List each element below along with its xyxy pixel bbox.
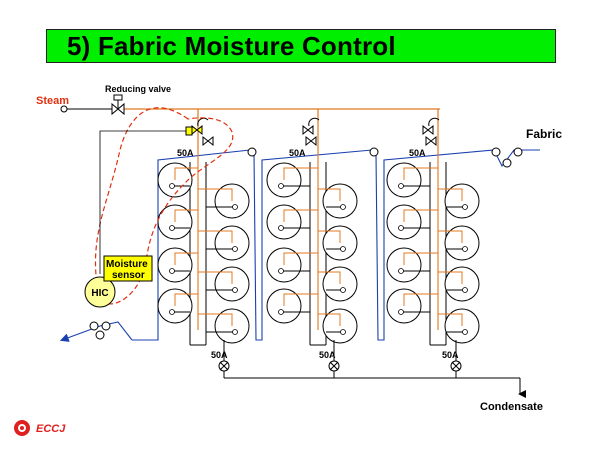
steam-branch <box>198 313 233 326</box>
title-bar: 5) Fabric Moisture Control <box>46 29 556 63</box>
steam-branch <box>403 167 438 180</box>
siphon-icon <box>398 225 404 231</box>
siphon-icon <box>232 204 238 210</box>
control-valve-icon <box>302 117 320 147</box>
siphon-icon <box>232 329 238 335</box>
condensate-line <box>223 340 526 398</box>
pipe-size-label: 50A <box>319 350 336 360</box>
reducing-valve-label: Reducing valve <box>105 84 171 94</box>
steam-header <box>60 105 440 113</box>
steam-label: Steam <box>36 95 69 107</box>
steam-branch <box>174 167 198 180</box>
pipe-size-label: 50A <box>409 148 426 158</box>
siphon-icon <box>340 246 346 252</box>
siphon-icon <box>169 268 175 274</box>
siphon-icon <box>169 225 175 231</box>
steam-branch <box>403 209 438 222</box>
steam-branch <box>403 293 438 306</box>
steam-branch <box>198 188 233 201</box>
pipe-size-label: 50A <box>442 350 459 360</box>
control-valve-icon <box>185 117 214 147</box>
svg-text:Moisture: Moisture <box>106 259 148 270</box>
svg-text:HIC: HIC <box>91 288 108 299</box>
eccj-logo: ECCJ <box>14 420 66 436</box>
fabric-label: Fabric <box>526 127 562 141</box>
steam-branch <box>318 230 341 243</box>
steam-branch <box>283 252 318 265</box>
siphon-icon <box>169 183 175 189</box>
siphon-icon <box>398 268 404 274</box>
steam-drops <box>197 109 439 150</box>
siphon-icon <box>278 183 284 189</box>
steam-branch <box>174 252 198 265</box>
siphon-icon <box>169 309 175 315</box>
page-title: 5) Fabric Moisture Control <box>67 31 396 61</box>
siphon-icon <box>340 329 346 335</box>
steam-branch <box>283 167 318 180</box>
signal-line <box>99 130 186 274</box>
steam-trap-icon <box>218 360 462 372</box>
siphon-icon <box>278 309 284 315</box>
siphon-icon <box>340 287 346 293</box>
steam-branch <box>283 209 318 222</box>
siphon-icon <box>278 268 284 274</box>
moisture-sensor: Moisture sensor <box>103 255 153 282</box>
steam-branch <box>318 313 341 326</box>
siphon-icon <box>232 287 238 293</box>
pipe-size-label: 50A <box>289 148 306 158</box>
siphon-icon <box>340 204 346 210</box>
siphon-icon <box>278 225 284 231</box>
svg-text:sensor: sensor <box>112 270 145 281</box>
siphon-icon <box>462 287 468 293</box>
steam-branch <box>403 252 438 265</box>
steam-branch <box>283 293 318 306</box>
steam-branch <box>438 271 463 284</box>
steam-branch <box>318 188 341 201</box>
reducing-valve-icon <box>111 94 125 116</box>
control-valve-icon <box>422 117 440 147</box>
hic-controller: HIC <box>84 276 116 308</box>
steam-branch <box>438 230 463 243</box>
siphon-icon <box>398 309 404 315</box>
siphon-icon <box>232 246 238 252</box>
siphon-icon <box>462 204 468 210</box>
steam-branch <box>438 188 463 201</box>
steam-branch <box>174 209 198 222</box>
steam-branch <box>438 313 463 326</box>
condensate-label: Condensate <box>480 401 543 413</box>
drying-cylinders <box>157 150 480 346</box>
steam-branch <box>198 271 233 284</box>
steam-branch <box>198 230 233 243</box>
fabric-rollers <box>89 147 523 340</box>
siphon-icon <box>462 246 468 252</box>
steam-branch <box>318 271 341 284</box>
steam-branch <box>174 293 198 306</box>
fabric-path <box>59 149 540 342</box>
pipe-size-label: 50A <box>177 148 194 158</box>
svg-text:ECCJ: ECCJ <box>36 423 66 435</box>
pipe-size-label: 50A <box>211 350 228 360</box>
siphon-icon <box>462 329 468 335</box>
siphon-icon <box>398 183 404 189</box>
